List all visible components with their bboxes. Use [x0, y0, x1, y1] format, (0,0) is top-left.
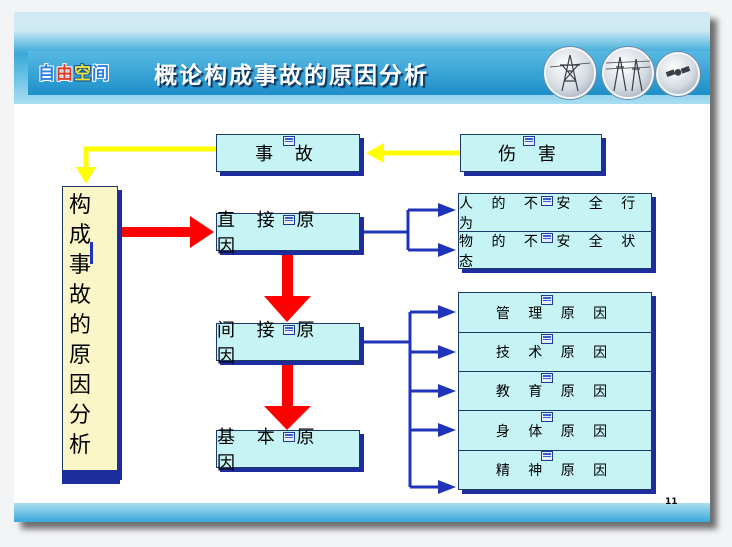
note-icon[interactable]: [541, 196, 554, 208]
direct-item-unsafe-condition: 物 的 不 安 全 状 态: [459, 233, 643, 270]
left-box-marker: [90, 242, 93, 264]
logo-char-1: 自: [38, 64, 56, 84]
left-box-char: 分: [69, 403, 92, 428]
logo-char-4: 间: [92, 64, 110, 84]
logo-char-2: 由: [56, 64, 74, 84]
indirect-item-education: 教 育 原 因: [459, 372, 651, 411]
logo: 自由空间: [38, 59, 110, 84]
note-icon[interactable]: [541, 451, 554, 463]
page-number: 11: [665, 497, 678, 507]
note-icon[interactable]: [283, 325, 296, 337]
logo-char-3: 空: [74, 64, 92, 84]
left-box-char: 的: [69, 313, 92, 338]
note-icon[interactable]: [283, 136, 296, 148]
power-tower-icon: [602, 47, 654, 99]
left-box-composition: 构 成 事 故 的 原 因 分 析: [62, 186, 118, 476]
left-box-char: 构: [69, 193, 92, 218]
left-box-text: 构 成 事 故 的 原 因 分 析: [63, 191, 117, 461]
note-icon[interactable]: [541, 334, 554, 346]
note-icon[interactable]: [541, 233, 554, 245]
left-box-char: 故: [69, 283, 92, 308]
left-box-char: 因: [69, 373, 92, 398]
header-bar: [28, 51, 710, 95]
left-box-char: 原: [69, 343, 92, 368]
indirect-cause-items: 管 理 原 因 技 术 原 因 教 育 原 因 身 体 原 因 精 神 原 因: [458, 292, 652, 490]
indirect-item-mental: 精 神 原 因: [495, 463, 615, 479]
indirect-item-technical: 技 术 原 因: [459, 333, 651, 372]
note-icon[interactable]: [283, 215, 296, 227]
indirect-item-management: 管 理 原 因: [459, 293, 651, 333]
satellite-icon: [656, 52, 700, 96]
indirect-item-physical: 身 体 原 因: [459, 411, 651, 451]
left-box-bottom-band: [62, 470, 120, 484]
note-icon[interactable]: [541, 295, 554, 307]
note-icon[interactable]: [523, 136, 536, 148]
direct-cause-items: 人 的 不 安 全 行 为 物 的 不 安 全 状 态: [458, 193, 652, 270]
note-icon[interactable]: [541, 373, 554, 385]
direct-item-unsafe-behavior: 人 的 不 安 全 行 为: [459, 194, 651, 232]
footer-band: [14, 503, 710, 522]
slide-title: 概论构成事故的原因分析: [154, 63, 429, 89]
note-icon[interactable]: [541, 412, 554, 424]
left-box-char: 事: [69, 253, 92, 278]
note-icon[interactable]: [283, 432, 296, 444]
left-box-char: 析: [69, 433, 92, 458]
power-tower-icon: [544, 47, 596, 99]
left-box-char: 成: [69, 223, 92, 248]
